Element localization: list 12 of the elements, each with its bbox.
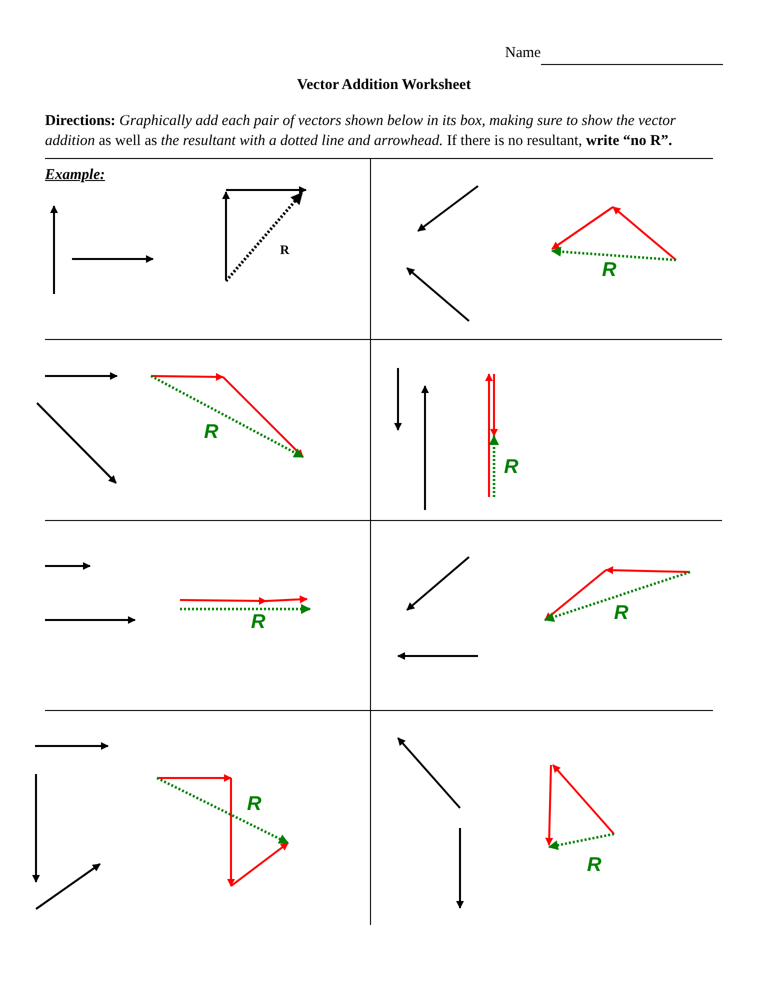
resultant-label: R xyxy=(204,421,218,444)
worksheet-title: Vector Addition Worksheet xyxy=(296,77,472,94)
resultant-label: R xyxy=(251,611,266,634)
resultant-label: R xyxy=(280,242,290,258)
resultant-label: R xyxy=(587,854,602,877)
directions-text: Directions: Graphically add each pair of vectors shown below in its box, making sure to show the vector addition as well as the resultant with a dotted line and arrowhead. If there is no resultant, write “no R”. xyxy=(45,112,677,151)
resultant-label: R xyxy=(247,793,262,816)
name-label: Name xyxy=(505,45,541,62)
resultant-label: R xyxy=(614,602,628,625)
resultant-label: R xyxy=(504,456,518,479)
resultant-label: R xyxy=(602,259,616,282)
example-heading: Example: xyxy=(45,167,106,184)
